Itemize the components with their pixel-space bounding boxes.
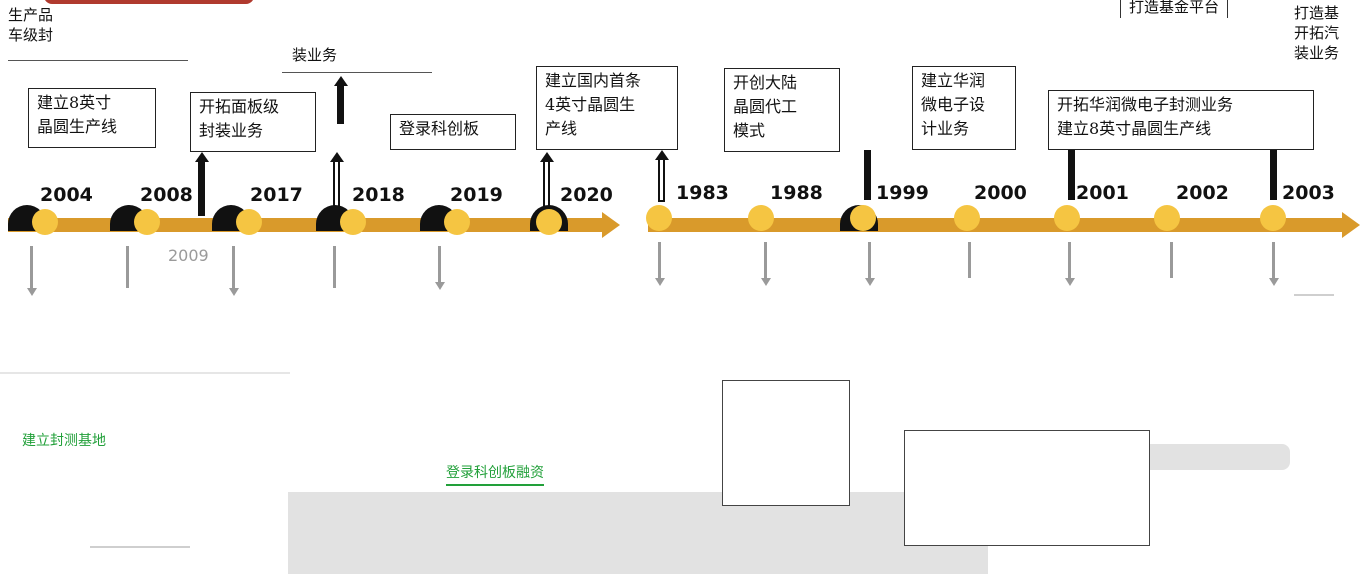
top-tab	[44, 0, 254, 4]
timeline-dot	[646, 205, 672, 231]
event-box-2001: 开拓华润微电子封测业务 建立8英寸晶圆生产线	[1048, 90, 1314, 150]
down-connector	[30, 246, 33, 288]
timeline-dot	[748, 205, 774, 231]
down-arrow-tip	[761, 278, 771, 286]
year-label-1983: 1983	[676, 182, 729, 204]
down-connector	[1272, 242, 1275, 278]
down-connector	[764, 242, 767, 278]
lower-left-card-text: 建立封测基地	[22, 433, 106, 449]
header-fragment-7: 装业务	[1294, 44, 1340, 62]
down-arrow-tip	[865, 278, 875, 286]
marker-hollow	[658, 158, 665, 202]
timeline-arrow-left	[602, 212, 620, 238]
year-label-2000: 2000	[974, 182, 1027, 204]
year-label-2008: 2008	[140, 184, 193, 206]
header-fragment-2: 车级封	[8, 26, 54, 44]
marker-solid	[1068, 150, 1075, 200]
lower-divider	[90, 546, 190, 548]
header-fragment-5: 打造基	[1294, 4, 1340, 22]
down-connector	[438, 246, 441, 282]
down-arrow-tip	[229, 288, 239, 296]
top-divider-center	[282, 72, 432, 73]
year-label-2020: 2020	[560, 184, 613, 206]
year-label-2003: 2003	[1282, 182, 1335, 204]
lower-card-outline	[904, 430, 1150, 546]
sub-year-label: 2009	[168, 246, 209, 265]
marker-hollow	[333, 160, 340, 210]
down-arrow-tip	[27, 288, 37, 296]
event-box-2019: 登录科创板	[390, 114, 516, 150]
marker-tip	[195, 152, 209, 162]
marker-tip	[655, 150, 669, 160]
down-connector	[658, 242, 661, 278]
timeline-dot	[954, 205, 980, 231]
timeline-dot	[1054, 205, 1080, 231]
timeline-dot	[850, 205, 876, 231]
marker-solid	[337, 84, 344, 124]
timeline-dot	[444, 209, 470, 235]
lower-shadow-panel	[288, 492, 988, 574]
down-connector	[868, 242, 871, 278]
top-divider-left	[8, 60, 188, 61]
year-label-1988: 1988	[770, 182, 823, 204]
event-box-1983: 建立国内首条 4英寸晶圆生 产线	[536, 66, 678, 150]
marker-solid	[1270, 150, 1277, 200]
header-fragment-1: 生产品	[8, 6, 54, 24]
down-arrow-tip	[1065, 278, 1075, 286]
down-connector	[232, 246, 235, 288]
timeline-dot	[32, 209, 58, 235]
down-arrow-tip	[1269, 278, 1279, 286]
header-fragment-6: 开拓汽	[1294, 24, 1340, 42]
timeline-arrow-right	[1342, 212, 1360, 238]
timeline-dot	[236, 209, 262, 235]
marker-tip	[330, 152, 344, 162]
down-connector	[1170, 242, 1173, 278]
down-arrow-tip	[655, 278, 665, 286]
timeline-dot	[536, 209, 562, 235]
year-label-1999: 1999	[876, 182, 929, 204]
down-connector	[126, 246, 129, 288]
marker-tip	[334, 76, 348, 86]
marker-solid	[864, 150, 871, 200]
marker-hollow	[543, 160, 550, 210]
lower-divider	[0, 372, 290, 374]
year-label-2004: 2004	[40, 184, 93, 206]
marker-solid	[198, 160, 205, 216]
down-connector	[1068, 242, 1071, 278]
lower-divider	[1294, 294, 1334, 296]
timeline-bar-left	[8, 218, 604, 232]
header-fragment-3: 装业务	[292, 46, 338, 64]
lower-middle-card-text: 登录科创板融资	[446, 462, 544, 486]
event-box-2004: 建立8英寸 晶圆生产线	[28, 88, 156, 148]
down-connector	[333, 246, 336, 288]
event-box-2017: 开拓面板级 封装业务	[190, 92, 316, 152]
marker-tip	[540, 152, 554, 162]
lower-card-outline	[722, 380, 850, 506]
timeline-dot	[340, 209, 366, 235]
header-fragment-4: 打造基金平台	[1120, 0, 1229, 18]
year-label-2019: 2019	[450, 184, 503, 206]
year-label-2001: 2001	[1076, 182, 1129, 204]
event-box-1988: 开创大陆 晶圆代工 模式	[724, 68, 840, 152]
down-connector	[968, 242, 971, 278]
year-label-2017: 2017	[250, 184, 303, 206]
timeline-dot	[134, 209, 160, 235]
year-label-2002: 2002	[1176, 182, 1229, 204]
event-box-2000: 建立华润 微电子设 计业务	[912, 66, 1016, 150]
year-label-2018: 2018	[352, 184, 405, 206]
timeline-dot	[1154, 205, 1180, 231]
down-arrow-tip	[435, 282, 445, 290]
timeline-dot	[1260, 205, 1286, 231]
